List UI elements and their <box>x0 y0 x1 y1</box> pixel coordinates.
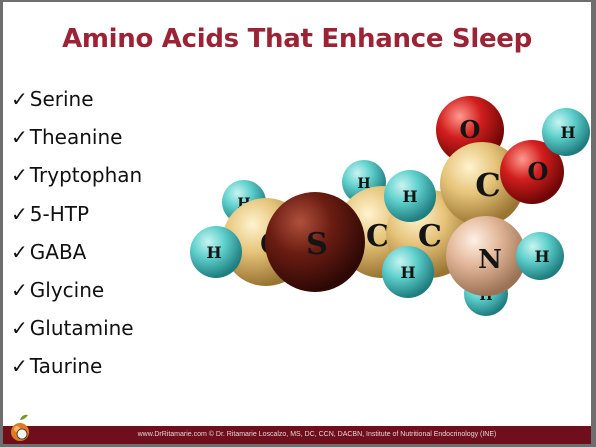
list-item: ✓Glycine <box>11 271 142 309</box>
checkmark-icon: ✓ <box>11 239 28 264</box>
svg-text:H: H <box>534 247 549 266</box>
atom-hydrogen: H <box>516 232 564 280</box>
checkmark-icon: ✓ <box>11 87 28 111</box>
slide: Amino Acids That Enhance Sleep ✓Serine ✓… <box>3 2 591 444</box>
footer-text: www.DrRitamarie.com © Dr. Ritamarie Losc… <box>137 431 497 438</box>
list-item-label: Taurine <box>29 354 103 379</box>
svg-text:C: C <box>475 166 500 204</box>
svg-text:H: H <box>402 187 417 206</box>
checkmark-icon: ✓ <box>11 125 28 150</box>
list-item-label: Theanine <box>29 125 123 150</box>
atom-sulfur: S <box>265 192 365 292</box>
atom-nitrogen: N <box>446 216 526 296</box>
list-item: ✓Serine <box>11 80 142 118</box>
checkmark-icon: ✓ <box>11 277 28 302</box>
checkmark-icon: ✓ <box>11 316 28 341</box>
footer-bar: www.DrRitamarie.com © Dr. Ritamarie Losc… <box>3 426 591 444</box>
list-item: ✓5-HTP <box>11 195 142 233</box>
list-item-label: GABA <box>29 239 87 264</box>
list-item: ✓Tryptophan <box>11 156 142 194</box>
list-item-label: Tryptophan <box>29 163 143 188</box>
list-item-label: 5-HTP <box>29 201 90 226</box>
slide-title: Amino Acids That Enhance Sleep <box>62 24 532 54</box>
apple-leaf-logo-icon <box>11 414 29 441</box>
svg-text:H: H <box>206 243 221 262</box>
list-item: ✓Glutamine <box>11 309 142 347</box>
atom-hydrogen: H <box>382 246 434 298</box>
svg-text:H: H <box>400 263 415 282</box>
atom-oxygen: O <box>500 140 564 204</box>
list-item-label: Glutamine <box>29 316 134 341</box>
svg-text:H: H <box>357 176 370 192</box>
svg-text:S: S <box>306 227 328 262</box>
list-item-label: Serine <box>29 87 94 111</box>
list-item: ✓Theanine <box>11 118 142 156</box>
svg-text:C: C <box>366 219 390 254</box>
list-item: ✓GABA <box>11 233 142 271</box>
svg-text:O: O <box>528 157 549 186</box>
amino-acid-list: ✓Serine ✓Theanine ✓Tryptophan ✓5-HTP ✓GA… <box>11 80 142 386</box>
list-item: ✓Taurine <box>11 347 142 385</box>
checkmark-icon: ✓ <box>11 354 28 379</box>
atom-hydrogen: H <box>384 170 436 222</box>
checkmark-icon: ✓ <box>11 163 28 188</box>
svg-text:C: C <box>418 219 442 254</box>
svg-text:N: N <box>478 245 502 275</box>
list-item-label: Glycine <box>29 277 105 302</box>
svg-text:O: O <box>460 115 481 144</box>
atom-hydrogen: H <box>190 226 242 278</box>
checkmark-icon: ✓ <box>11 201 28 226</box>
molecule-model: .atom-label { font-family: "DejaVu Serif… <box>190 96 590 316</box>
atom-hydrogen: H <box>542 108 590 156</box>
svg-text:H: H <box>560 123 575 142</box>
